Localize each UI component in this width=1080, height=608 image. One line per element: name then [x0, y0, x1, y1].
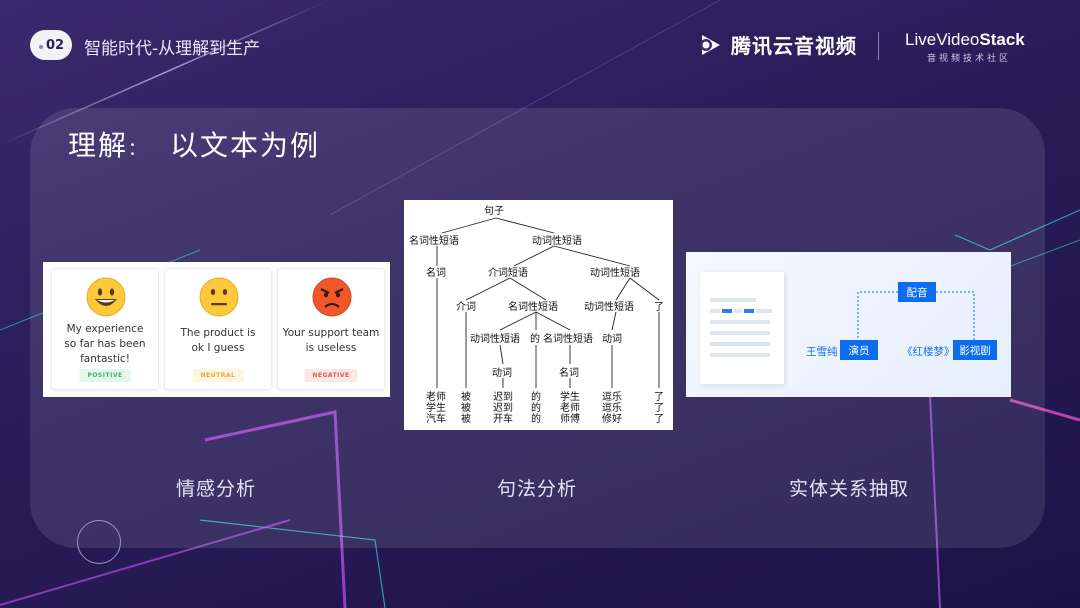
leaf-word: 的 — [531, 401, 541, 414]
leaf-word: 了 — [654, 402, 664, 414]
leaf-word: 被 — [461, 390, 471, 403]
brand-name: 腾讯云音视频 — [731, 34, 857, 58]
section-number: 02 — [45, 37, 65, 53]
tree-node-prep: 介词 — [456, 301, 476, 313]
document-lines-icon — [710, 298, 772, 357]
sentiment-card-positive: My experience so far has been fantastic!… — [51, 268, 159, 390]
right-entity-type-box: 影视剧 — [953, 340, 997, 360]
section-title: 智能时代-从理解到生产 — [84, 39, 261, 59]
top-bar: 02 智能时代-从理解到生产 腾讯云音视频 LiveVideoStack 音视频… — [0, 0, 1080, 90]
document-icon — [700, 272, 784, 384]
badge-dot-icon — [39, 45, 43, 49]
tree-leaf-words: 老师 学生 汽车 被 被 被 迟到 迟到 开车 的 的 的 学生 老师 师傅 逗… — [426, 390, 664, 425]
tree-node-np: 名词性短语 — [409, 234, 459, 247]
sentiment-tag: NEUTRAL — [192, 369, 244, 382]
sentiment-text-line: Your support team — [282, 327, 380, 339]
leaf-word: 了 — [654, 391, 664, 403]
panel-title-separator: ： — [128, 139, 149, 160]
leaf-word: 开车 — [493, 412, 513, 425]
sentiment-tag: NEGATIVE — [304, 369, 358, 382]
sentiment-text-line: The product is — [180, 327, 256, 339]
tree-node-vp: 动词性短语 — [584, 300, 634, 313]
sentiment-text-line: ok I guess — [191, 342, 245, 354]
sentiment-card-negative: Your support team is useless NEGATIVE — [277, 268, 385, 390]
leaf-word: 学生 — [426, 401, 446, 414]
panel-title-sub: 以文本为例 — [170, 129, 321, 162]
leaf-word: 的 — [531, 390, 541, 403]
section-number-badge: 02 — [30, 30, 72, 60]
happy-face-icon — [86, 277, 126, 317]
panel-title-main: 理解 — [68, 129, 129, 162]
decorative-ring — [77, 520, 121, 564]
tree-node-le: 了 — [654, 301, 664, 313]
leaf-word: 老师 — [426, 390, 446, 403]
tree-node-noun: 名词 — [426, 266, 446, 279]
partner-name-video: Video — [936, 30, 980, 49]
leaf-word: 逗乐 — [602, 391, 622, 403]
leaf-word: 了 — [654, 413, 664, 425]
sentiment-text: My experience so far has been fantastic! — [56, 322, 154, 367]
tree-node-np: 名词性短语 — [508, 300, 558, 313]
tree-node-pp: 介词短语 — [488, 266, 528, 279]
tree-node-verb: 动词 — [602, 333, 622, 345]
relation-box: 配音 — [898, 282, 936, 302]
leaf-word: 被 — [461, 401, 471, 414]
sentiment-text-line: fantastic! — [80, 353, 130, 365]
caption-sentiment: 情感分析 — [175, 478, 257, 500]
caption-entity: 实体关系抽取 — [788, 478, 910, 500]
sentiment-tag: POSITIVE — [79, 369, 131, 382]
leaf-word: 学生 — [560, 390, 580, 403]
leaf-word: 老师 — [560, 401, 580, 414]
tree-node-de: 的 — [530, 332, 540, 345]
sentiment-text-line: My experience — [66, 323, 144, 335]
tree-node-root: 句子 — [484, 204, 504, 217]
neutral-face-icon — [199, 277, 239, 317]
sentiment-card-neutral: The product is ok I guess NEUTRAL — [164, 268, 272, 390]
leaf-word: 被 — [461, 412, 471, 425]
caption-syntax: 句法分析 — [496, 478, 578, 500]
sentiment-text-line: is useless — [305, 342, 357, 354]
tree-node-vp: 动词性短语 — [532, 234, 582, 247]
right-entity-name: 《红楼梦》 — [902, 346, 955, 358]
tree-node-vp: 动词性短语 — [590, 266, 640, 279]
syntax-tree-image: 句子 名词性短语 动词性短语 名词 介词短语 动词性短语 介词 名词性短语 动词… — [404, 200, 673, 430]
tree-node-verb: 动词 — [492, 367, 512, 379]
sentiment-analysis-image: My experience so far has been fantastic!… — [43, 262, 390, 397]
sentiment-text-line: so far has been — [64, 338, 146, 350]
tencent-cloud-video-logo-icon — [700, 34, 720, 55]
sentiment-text: Your support team is useless — [282, 326, 380, 356]
leaf-word: 修好 — [602, 412, 622, 425]
relation-connectors — [857, 291, 975, 342]
brand-separator — [878, 32, 879, 60]
left-entity-name: 王雪纯 — [806, 346, 838, 358]
left-entity-type-box: 演员 — [840, 340, 878, 360]
livevideostack-logo: LiveVideoStack 音视频技术社区 — [905, 30, 1045, 64]
leaf-word: 师傅 — [560, 412, 580, 425]
tree-node-noun: 名词 — [559, 366, 579, 379]
syntax-tree-diagram: 句子 名词性短语 动词性短语 名词 介词短语 动词性短语 介词 名词性短语 动词… — [409, 204, 664, 425]
leaf-word: 逗乐 — [602, 402, 622, 414]
leaf-word: 迟到 — [493, 390, 513, 403]
tree-node-vp: 动词性短语 — [470, 332, 520, 345]
entity-relation-image: 配音 王雪纯 演员 《红楼梦》 影视剧 — [686, 252, 1011, 397]
partner-name-stack: Stack — [979, 30, 1025, 49]
leaf-word: 迟到 — [493, 401, 513, 414]
partner-name-live: Live — [905, 30, 937, 49]
tree-node-np: 名词性短语 — [543, 332, 593, 345]
angry-face-icon — [312, 277, 352, 317]
leaf-word: 的 — [531, 412, 541, 425]
brand-logo-group: 腾讯云音视频 — [697, 30, 857, 59]
partner-subtitle: 音视频技术社区 — [927, 54, 1012, 64]
panel-title: 理解： 以文本为例 — [68, 124, 320, 164]
sentiment-text: The product is ok I guess — [169, 326, 267, 356]
leaf-word: 汽车 — [426, 412, 446, 425]
